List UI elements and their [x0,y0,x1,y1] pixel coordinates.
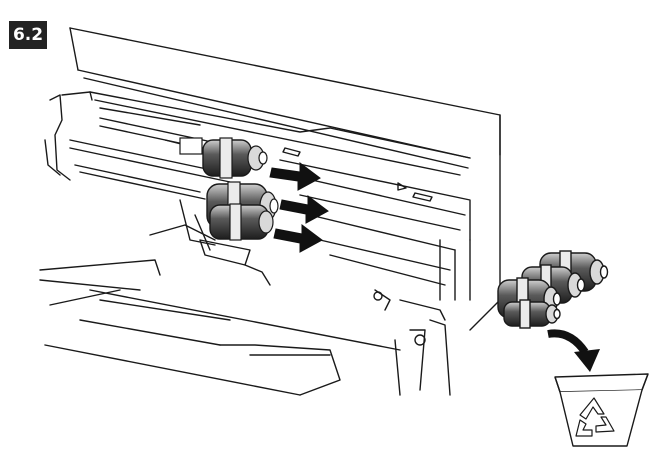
recycle-bin-icon [554,373,649,447]
remove-arrow-2 [279,195,329,224]
remove-direction-arrows [269,162,329,253]
remove-arrow-1 [269,162,321,191]
roller-upper-in-unit [202,137,268,179]
remove-arrow-3 [273,224,323,253]
roller-lower-in-unit [206,181,279,241]
step-number-badge: 6.2 [9,21,47,49]
installed-pick-rollers [164,137,279,241]
removed-roller-lower [503,299,561,329]
discard-curved-arrow [547,329,600,372]
recycle-symbol-icon [575,397,615,437]
removed-rollers-group [497,250,609,329]
